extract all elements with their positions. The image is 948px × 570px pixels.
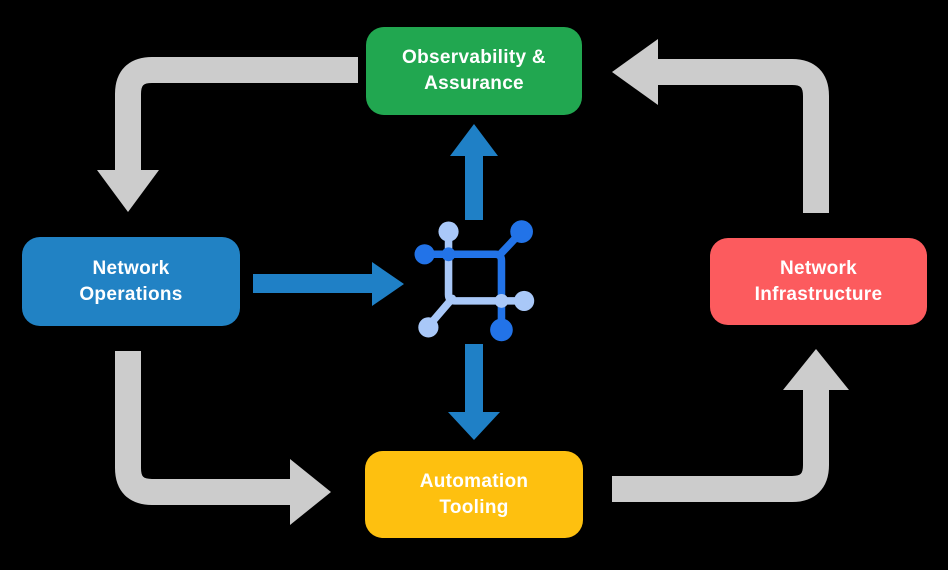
- network-hub-icon: [414, 220, 535, 342]
- arrow-operations-to-automation: [115, 351, 331, 525]
- arrow-hub-to-observability: [450, 124, 498, 220]
- node-observability-assurance: Observability & Assurance: [366, 27, 582, 115]
- node-label-line2: Assurance: [424, 73, 524, 94]
- arrow-infrastructure-to-observability: [612, 39, 829, 213]
- node-label-line1: Network: [779, 257, 858, 279]
- arrow-hub-to-automation: [448, 344, 500, 440]
- node-label-line2: Tooling: [439, 496, 509, 518]
- node-label-line2: Infrastructure: [754, 283, 883, 305]
- arrow-operations-to-hub: [253, 262, 404, 306]
- node-automation-tooling: Automation Tooling: [365, 451, 583, 538]
- arrow-automation-to-infrastructure: [612, 349, 849, 502]
- arrowhead-right: [290, 459, 331, 525]
- node-network-operations: Network Operations: [22, 237, 240, 326]
- arrow-observability-to-operations: [97, 57, 358, 212]
- node-label-line2: Operations: [79, 283, 183, 305]
- hub-icon-dark-nodes: [414, 220, 533, 342]
- node-label-line1: Automation: [419, 470, 529, 492]
- node-network-infrastructure: Network Infrastructure: [710, 238, 927, 325]
- hub-icon-light-nodes: [418, 221, 535, 338]
- arrowhead-up: [783, 349, 849, 390]
- node-label-line1: Network: [92, 257, 170, 279]
- hub-icon-junction-dot: [494, 293, 509, 308]
- node-label-line1: Observability &: [402, 47, 546, 68]
- arrowhead-down: [97, 170, 159, 212]
- arrowhead-left: [612, 39, 658, 105]
